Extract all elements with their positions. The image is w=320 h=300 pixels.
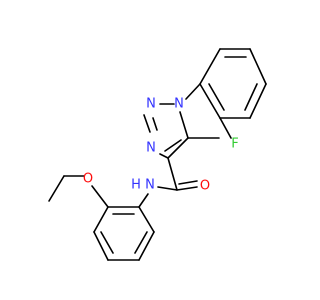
molecule-canvas: N N N F O N H O [48, 48, 267, 261]
atom-carbonyl-o-label: O [200, 179, 210, 194]
atom-h-label: H [131, 178, 141, 193]
atom-nh-label: N [145, 178, 155, 193]
structure-diagram: N N N F O N H O [48, 48, 267, 261]
bond-c4-carbonyl [167, 157, 178, 191]
bond-aryl-o [91, 185, 109, 208]
atom-n1-label: N [174, 97, 184, 112]
bond-c-o-1 [176, 186, 198, 191]
atom-n2-label: N [146, 97, 156, 112]
ethoxyphenyl-ring [93, 206, 155, 261]
atom-ether-o-label: O [83, 172, 93, 187]
bond-ch2-ch3 [48, 175, 65, 202]
bond-aryl-n1 [185, 83, 201, 100]
triazole-ring [143, 103, 189, 159]
bond-c-nh [157, 186, 178, 191]
bond-nh-aryl [138, 193, 149, 208]
atom-n3-label: N [146, 141, 156, 156]
bond-c-f [219, 117, 232, 139]
atom-f-label: F [231, 137, 238, 152]
bond-c-o-2 [178, 180, 198, 185]
fluorophenyl-ring [199, 48, 267, 119]
